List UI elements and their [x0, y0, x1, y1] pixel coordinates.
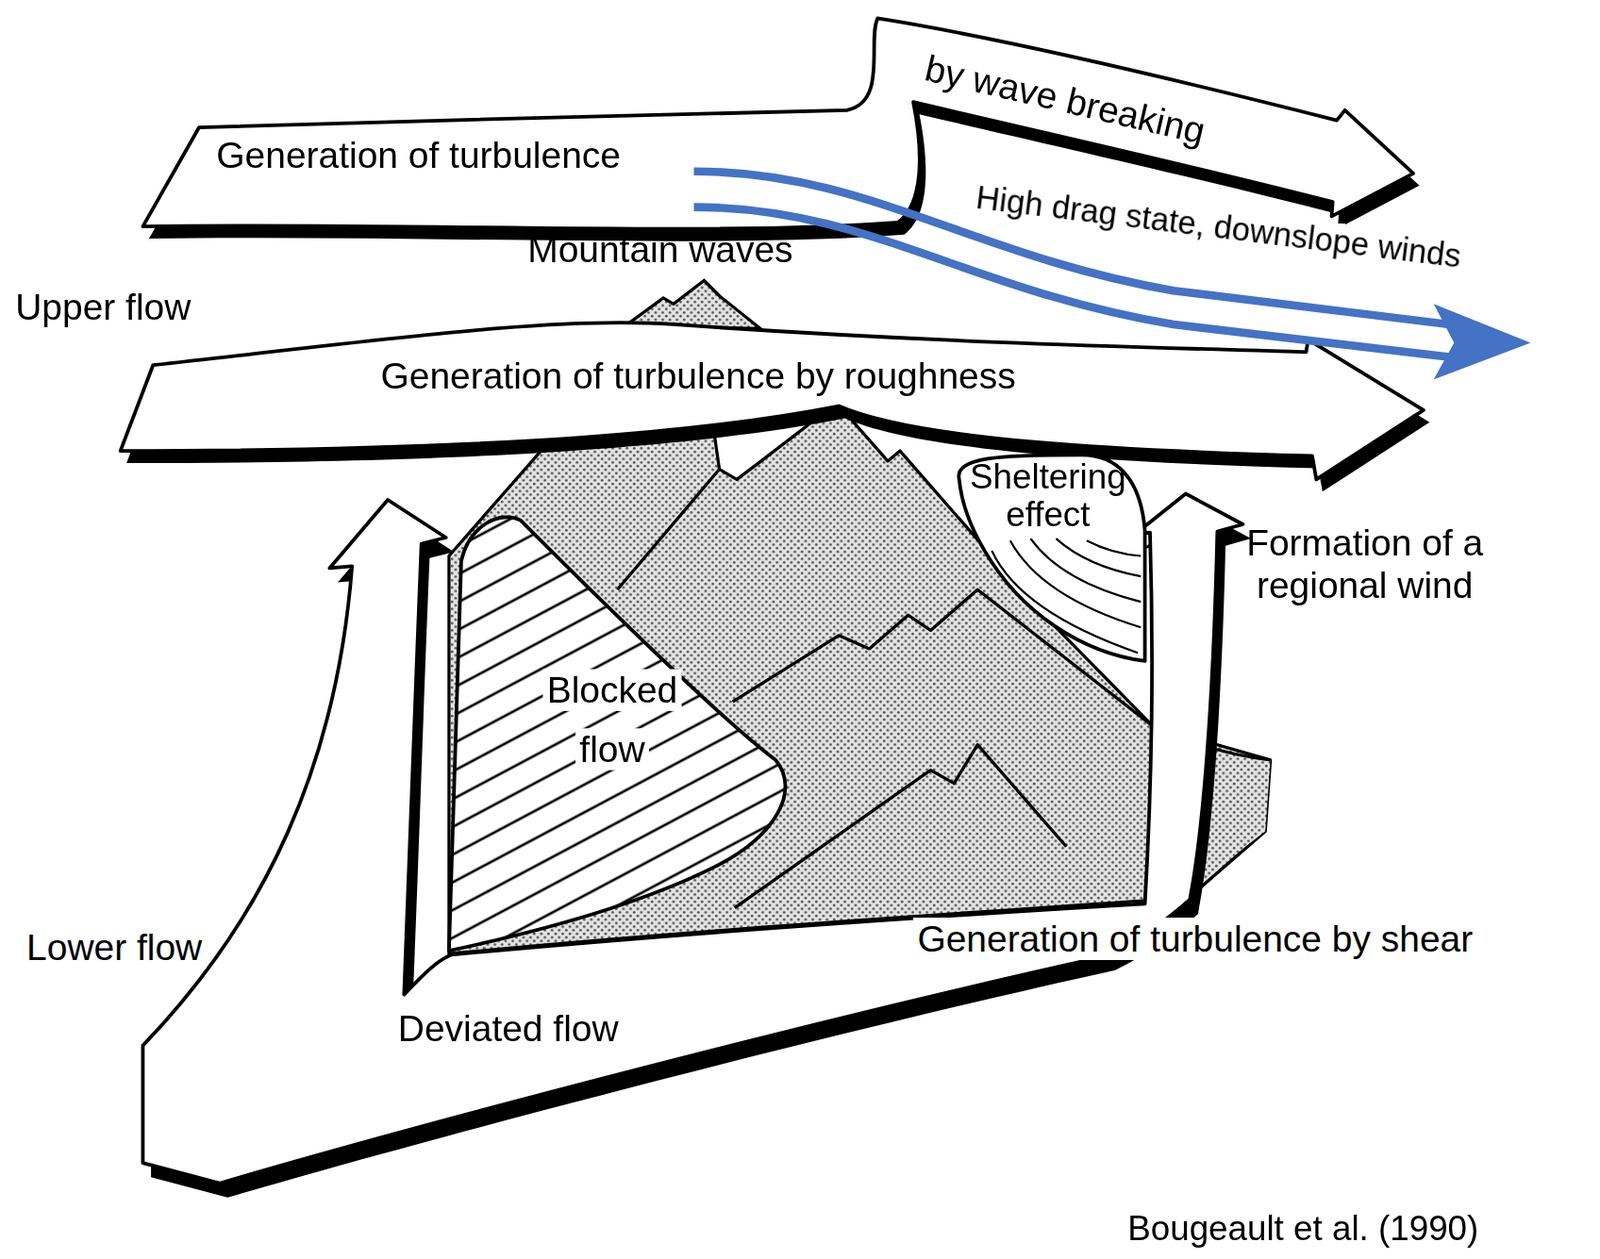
- flow-band-outline: [120, 322, 1424, 480]
- text-anchor: Upper flow: [15, 285, 191, 329]
- text-anchor: Generation of turbulence: [216, 134, 621, 178]
- shelter-arc: [1030, 538, 1141, 602]
- text-anchor: Sheltering effect: [955, 458, 1140, 534]
- drag-label: High drag state, downslope winds: [969, 178, 1467, 276]
- text-anchor: Deviated flow: [398, 1008, 619, 1051]
- text-anchor: Generation of turbulence by shear: [913, 917, 1477, 961]
- text-anchor: Generation of turbulence by roughness: [380, 354, 1016, 398]
- flow-label: Lower flow: [22, 926, 207, 968]
- ridge-line: [734, 745, 1067, 909]
- band-text: Generation of turbulence: [216, 134, 621, 177]
- shelter-arc: [1055, 538, 1141, 577]
- sheltered-region: Sheltering effect: [949, 449, 1153, 669]
- node-shape: [114, 311, 1431, 498]
- text-anchor: High drag state, downslope winds: [969, 178, 1467, 277]
- wind-label: Formation of a regional wind: [1246, 522, 1484, 607]
- band-text: Generation of turbulence by roughness: [380, 354, 1016, 397]
- hatched-region: Blocked flow: [444, 504, 792, 959]
- text-anchor: Blocked flow: [520, 661, 705, 780]
- text-anchor: Mountain waves: [527, 228, 793, 271]
- flow-band-outline: [142, 17, 1414, 229]
- wave-label: Mountain waves: [527, 228, 793, 270]
- text-anchor: Bougeault et al. (1990): [1127, 1209, 1479, 1250]
- region-text: Sheltering effect: [969, 457, 1127, 534]
- flow-label: Upper flow: [15, 285, 191, 328]
- text-anchor: Lower flow: [22, 926, 207, 969]
- region-text: Blocked flow: [542, 669, 682, 771]
- text-anchor: Formation of a regional wind: [1239, 522, 1490, 608]
- shelter-arc: [1086, 540, 1141, 556]
- turbulence-label: Generation of turbulence by shear: [913, 917, 1477, 960]
- citation: Bougeault et al. (1990): [1127, 1209, 1479, 1249]
- blocked-flow-region: [449, 516, 786, 951]
- sheltering-region: [958, 454, 1145, 661]
- flow-label: Deviated flow: [398, 1008, 619, 1050]
- ridge-line: [616, 469, 719, 591]
- flow-band: Generation of turbulence by roughness: [114, 311, 1431, 498]
- shelter-arc: [991, 550, 1138, 653]
- drag-arrow-head: [1433, 303, 1532, 380]
